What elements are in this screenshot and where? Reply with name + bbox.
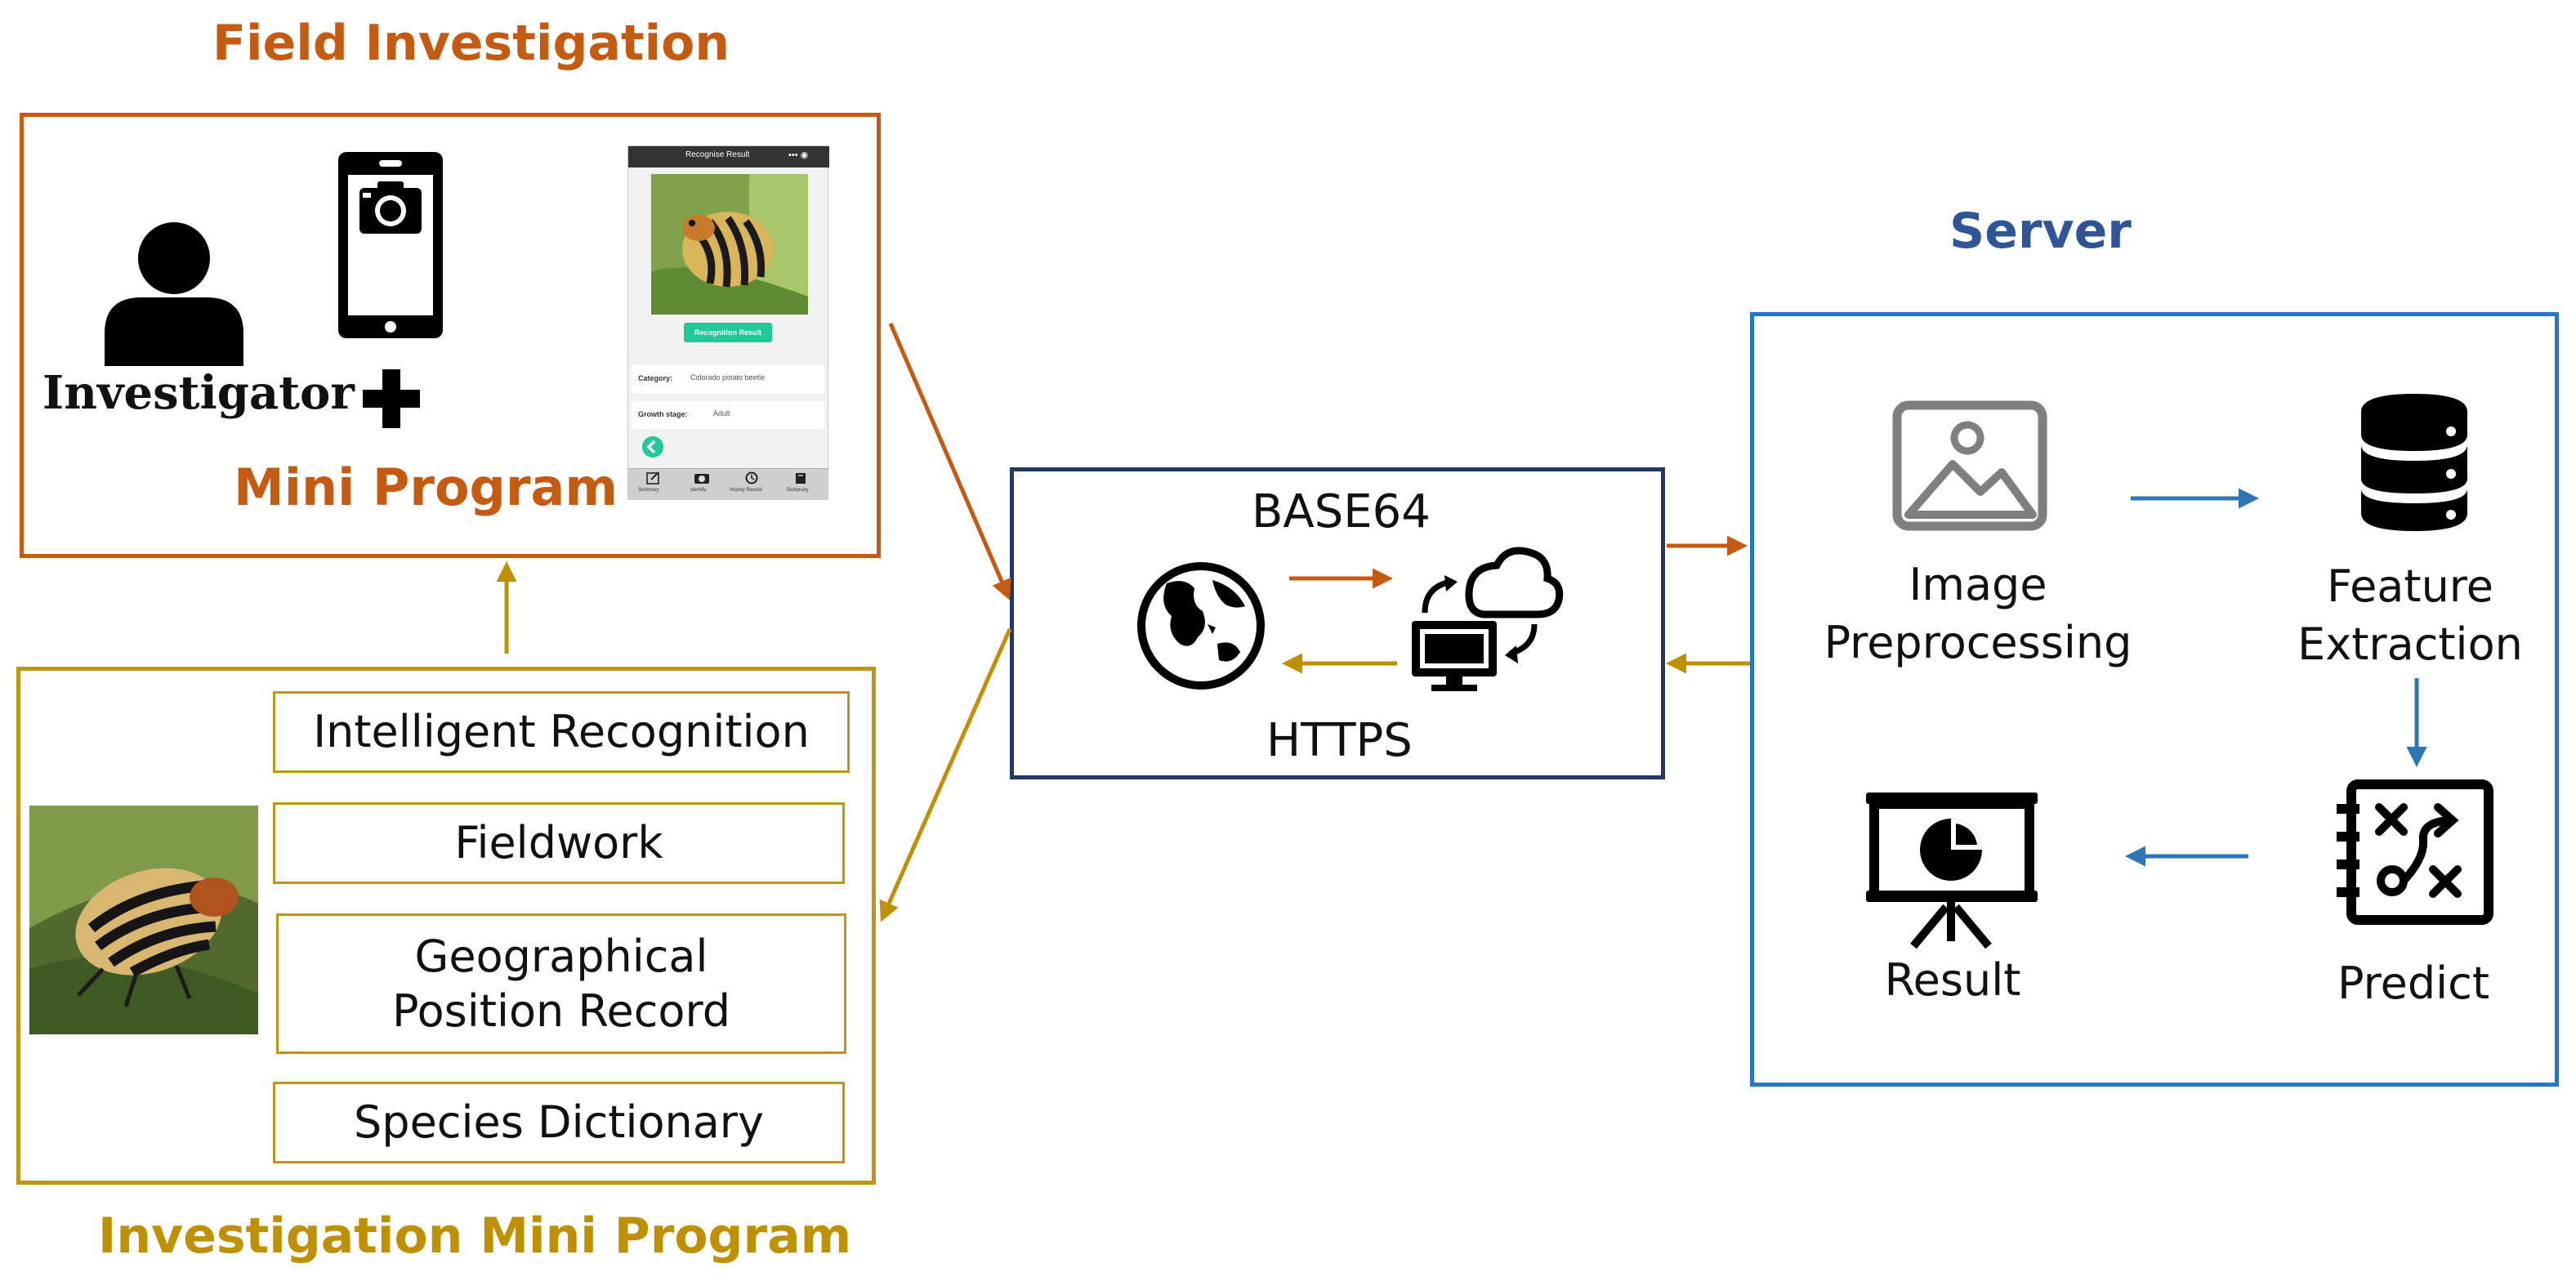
result-row: Category: Colorado potato beetle bbox=[632, 365, 824, 393]
feature-extraction-label: Feature Extraction bbox=[2297, 560, 2523, 671]
phone-tab-bar bbox=[628, 468, 828, 500]
phone-camera-icon bbox=[338, 152, 443, 338]
investigator-label: Investigator bbox=[42, 366, 355, 420]
phone-screen-header-title: Recognise Result bbox=[685, 150, 750, 159]
back-arrow-icon[interactable] bbox=[641, 435, 664, 458]
mini-program-label: Mini Program bbox=[234, 458, 618, 517]
strategy-icon bbox=[2337, 779, 2493, 925]
image-icon bbox=[1892, 400, 2047, 531]
summary-tab-icon[interactable] bbox=[646, 471, 661, 484]
phone-screen-header-icons: ••• ◉ bbox=[788, 150, 809, 160]
plus-icon bbox=[363, 369, 420, 428]
phone-tab-label: Identify bbox=[690, 488, 707, 493]
feature-species-dictionary[interactable]: Species Dictionary bbox=[273, 1082, 845, 1163]
result-row-label: Growth stage: bbox=[638, 410, 688, 418]
phone-tab-label: Dictionary bbox=[787, 488, 809, 493]
dictionary-tab-icon[interactable] bbox=[793, 471, 808, 484]
feature-geographical-position-record[interactable]: Geographical Position Record bbox=[276, 913, 846, 1054]
result-row-label: Category: bbox=[638, 374, 673, 382]
globe-icon bbox=[1137, 562, 1265, 690]
phone-screen-header bbox=[628, 146, 829, 167]
arrow-transport-to-mini bbox=[879, 627, 1012, 922]
arrow-field-to-transport bbox=[888, 323, 1011, 601]
phone-tab-label: History Record bbox=[730, 488, 762, 493]
identify-tab-icon[interactable] bbox=[694, 471, 710, 484]
server-title: Server bbox=[1949, 203, 2132, 260]
result-label: Result bbox=[1884, 954, 2021, 1006]
recognition-result-button[interactable]: Recognition Result bbox=[684, 323, 772, 342]
history-tab-icon[interactable] bbox=[744, 471, 759, 484]
field-investigation-title: Field Investigation bbox=[212, 15, 730, 72]
transport-box bbox=[1010, 467, 1665, 779]
base64-label: BASE64 bbox=[1252, 485, 1431, 538]
database-icon bbox=[2361, 394, 2467, 531]
phone-screenshot: Recognise Result ••• ◉ Recognition Resul… bbox=[627, 145, 829, 500]
phone-tab-label: Summary bbox=[638, 488, 659, 493]
result-row-value: Colorado potato beetle bbox=[690, 373, 766, 382]
beetle-photo bbox=[651, 174, 808, 315]
computer-cloud-icon bbox=[1412, 547, 1564, 691]
image-preprocessing-label: Image Preprocessing bbox=[1824, 559, 2132, 669]
person-icon bbox=[105, 222, 243, 366]
result-row-value: Adult bbox=[713, 409, 730, 418]
beetle-photo bbox=[29, 806, 258, 1034]
feature-fieldwork[interactable]: Fieldwork bbox=[273, 802, 845, 884]
feature-intelligent-recognition[interactable]: Intelligent Recognition bbox=[273, 691, 850, 773]
https-label: HTTPS bbox=[1266, 714, 1413, 767]
result-row: Growth stage: Adult bbox=[632, 401, 824, 429]
investigation-mini-program-title: Investigation Mini Program bbox=[98, 1208, 852, 1265]
predict-label: Predict bbox=[2337, 958, 2489, 1009]
presentation-chart-icon bbox=[1866, 793, 2038, 949]
